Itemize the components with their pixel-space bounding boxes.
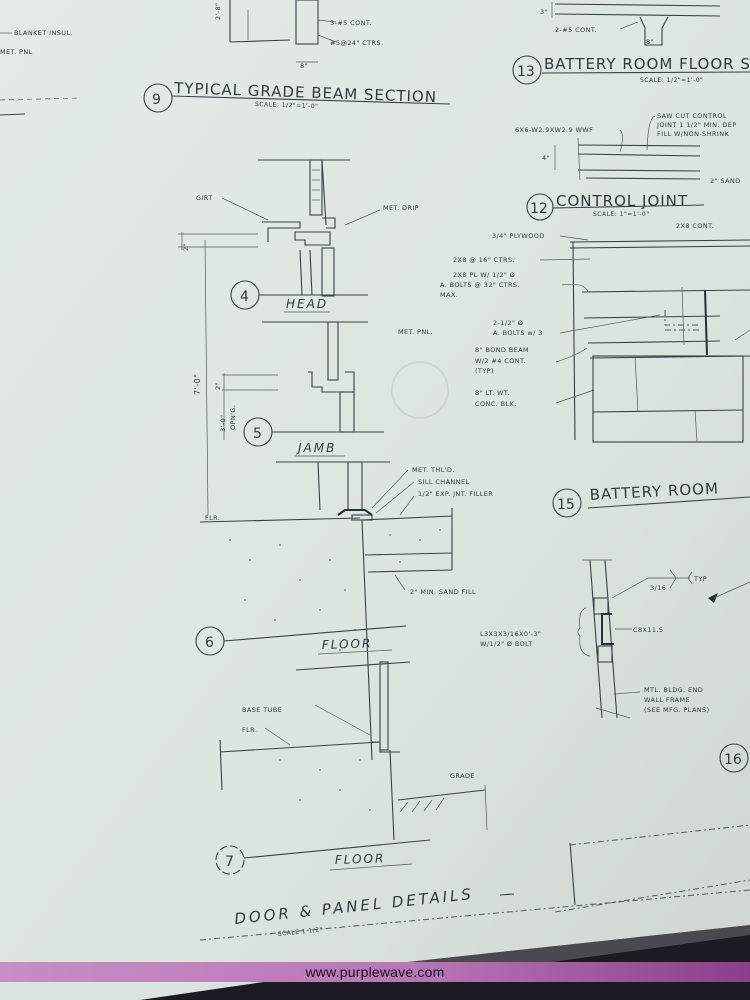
detail-9-number: 9 <box>152 92 161 108</box>
flr-label-2: FLR. <box>242 726 257 734</box>
svg-text:6X6-W2.9XW2.9 WWF: 6X6-W2.9XW2.9 WWF <box>515 126 593 134</box>
svg-text:3/4" PLYWOOD: 3/4" PLYWOOD <box>492 232 545 240</box>
svg-text:FILL W/NON-SHRINK: FILL W/NON-SHRINK <box>657 130 729 138</box>
svg-text:CONC. BLK.: CONC. BLK. <box>475 400 517 408</box>
base-tube-label: BASE TUBE <box>242 706 282 714</box>
met-pnl-label-2: MET. PNL. <box>398 328 433 336</box>
angle-label-1: L3X3X3/16X0'-3" <box>480 630 541 638</box>
watermark-text: www.purplewave.com <box>305 964 445 980</box>
svg-text:8": 8" <box>300 62 308 70</box>
sheet-title-scale: SCALE 1 1/2" <box>277 926 323 938</box>
detail-4-title: HEAD <box>286 297 328 311</box>
svg-text:MAX.: MAX. <box>440 291 458 299</box>
svg-text:A. BOLTS @ 32" CTRS.: A. BOLTS @ 32" CTRS. <box>440 281 520 289</box>
detail-5-title: JAMB <box>296 441 336 455</box>
detail-6-title: FLOOR <box>322 636 373 652</box>
detail-6-number: 6 <box>205 635 214 651</box>
girt-label: GIRT <box>196 194 213 202</box>
top-left-notes: BLANKET INSUL. MET. PNL <box>0 29 81 116</box>
detail-6-floor: 6 FLOOR BASE TUBE FLR. GRADE <box>195 625 488 841</box>
sill-detail: MET. THL'D. SILL CHANNEL 1/2" EXP. JNT. … <box>199 461 493 761</box>
met-pnl-label: MET. PNL <box>0 48 33 56</box>
exp-jnt-filler-label: 1/2" EXP. JNT. FILLER <box>418 490 493 498</box>
detail-13-scale: SCALE: 1/2"=1'-0" <box>640 77 703 84</box>
angle-label-2: W/1/2" Ø BOLT <box>480 640 533 648</box>
svg-text:2" SAND: 2" SAND <box>710 177 741 185</box>
detail-4-head: GIRT MET. DRIP 2" 4 HEAD <box>178 159 419 313</box>
met-thld-label: MET. THL'D. <box>412 466 455 474</box>
detail-13-number: 13 <box>517 64 535 80</box>
earth-hatch <box>399 797 445 813</box>
svg-text:2": 2" <box>182 243 190 251</box>
detail-16-bubble <box>719 743 749 773</box>
svg-text:2X8 @ 16" CTRS.: 2X8 @ 16" CTRS. <box>453 256 515 264</box>
detail-9-bubble <box>143 83 173 113</box>
svg-text:8" LT. WT.: 8" LT. WT. <box>475 389 510 397</box>
blanket-insul-label: BLANKET INSUL. <box>14 29 73 37</box>
sill-channel-label: SILL CHANNEL <box>418 478 469 486</box>
detail-7-floor: 7 FLOOR <box>215 839 431 875</box>
detail-12-scale: SCALE: 1"=1'-0" <box>593 211 649 218</box>
detail-4-number: 4 <box>240 289 249 305</box>
ghost-circle <box>391 361 449 419</box>
typ-label: TYP <box>693 575 707 583</box>
detail-15-bubble <box>552 488 582 518</box>
detail-7-bubble <box>215 845 245 875</box>
detail-12-number: 12 <box>530 201 548 217</box>
svg-text:2'-8": 2'-8" <box>214 3 222 20</box>
met-drip-label: MET. DRIP <box>383 204 419 212</box>
detail-7-number: 7 <box>225 854 234 870</box>
svg-text:2-#5 CONT.: 2-#5 CONT. <box>555 26 597 34</box>
svg-text:JOINT 1 1/2" MIN. DEP: JOINT 1 1/2" MIN. DEP <box>656 121 737 129</box>
detail-5-jamb: MET. PNL. 2" 3'-0" OPN'G. 7'-0" 5 JAMB <box>193 239 433 516</box>
frame-label-2: WALL FRAME <box>644 696 690 704</box>
detail-13-title: BATTERY ROOM FLOOR S <box>544 55 750 73</box>
svg-text:A. BOLTS w/ 3: A. BOLTS w/ 3 <box>493 329 543 337</box>
detail-14-bond-beam-wall: 2X8 CONT. 3/4" PLYWOOD 2X8 @ 16" CTRS. 2… <box>440 222 750 443</box>
height-7-0-label: 7'-0" <box>193 374 202 395</box>
detail-16-end-wall-frame: C8X11.5 L3X3X3/16X0'-3" W/1/2" Ø BOLT 3/… <box>480 559 750 773</box>
grade-label: GRADE <box>450 772 475 780</box>
watermark-band: www.purplewave.com <box>0 962 750 982</box>
svg-text:2-1/2" Ø: 2-1/2" Ø <box>493 319 523 327</box>
sand-fill-label: 2" MIN. SAND FILL <box>410 588 476 596</box>
concrete-stipple <box>229 529 441 651</box>
svg-text:3-#5 CONT.: 3-#5 CONT. <box>330 19 372 27</box>
detail-16-number: 16 <box>724 752 742 768</box>
detail-9-scale: SCALE: 1/2"=1'-0" <box>255 101 319 110</box>
detail-7-title: FLOOR <box>335 851 386 867</box>
svg-text:2X8 CONT.: 2X8 CONT. <box>676 222 714 230</box>
svg-text:4": 4" <box>542 154 550 162</box>
svg-text:SAW CUT CONTROL: SAW CUT CONTROL <box>657 112 727 120</box>
svg-text:3'-0": 3'-0" <box>219 415 227 432</box>
svg-text:2": 2" <box>214 382 222 390</box>
svg-text:8" BOND BEAM: 8" BOND BEAM <box>475 346 529 354</box>
detail-13-battery-room-floor: 3" 8" 2-#5 CONT. 13 BATTERY ROOM FLOOR S… <box>512 2 750 85</box>
svg-text:3": 3" <box>540 8 548 16</box>
svg-text:OPN'G.: OPN'G. <box>229 405 237 430</box>
flr-label: FLR. <box>205 514 220 522</box>
title-block-border <box>554 824 750 913</box>
frame-label-1: MTL. BLDG. END <box>644 686 703 694</box>
svg-text:2X8 PL W/ 1/2" Ø: 2X8 PL W/ 1/2" Ø <box>453 271 515 279</box>
detail-12-bubble <box>526 193 554 221</box>
detail-12-control-joint: 6X6-W2.9XW2.9 WWF SAW CUT CONTROL JOINT … <box>515 112 741 221</box>
detail-15-number: 15 <box>557 497 575 513</box>
svg-text:(TYP): (TYP) <box>475 367 494 375</box>
detail-13-bubble <box>512 55 542 85</box>
frame-label-3: (SEE MFG. PLANS) <box>644 706 710 714</box>
weld-size-label: 3/16 <box>650 584 666 592</box>
svg-text:8": 8" <box>646 38 654 46</box>
svg-text:W/2 #4 CONT.: W/2 #4 CONT. <box>475 357 526 365</box>
channel-label: C8X11.5 <box>633 626 663 634</box>
svg-text:#5@24" CTRS.: #5@24" CTRS. <box>330 39 383 47</box>
detail-5-number: 5 <box>253 426 262 442</box>
